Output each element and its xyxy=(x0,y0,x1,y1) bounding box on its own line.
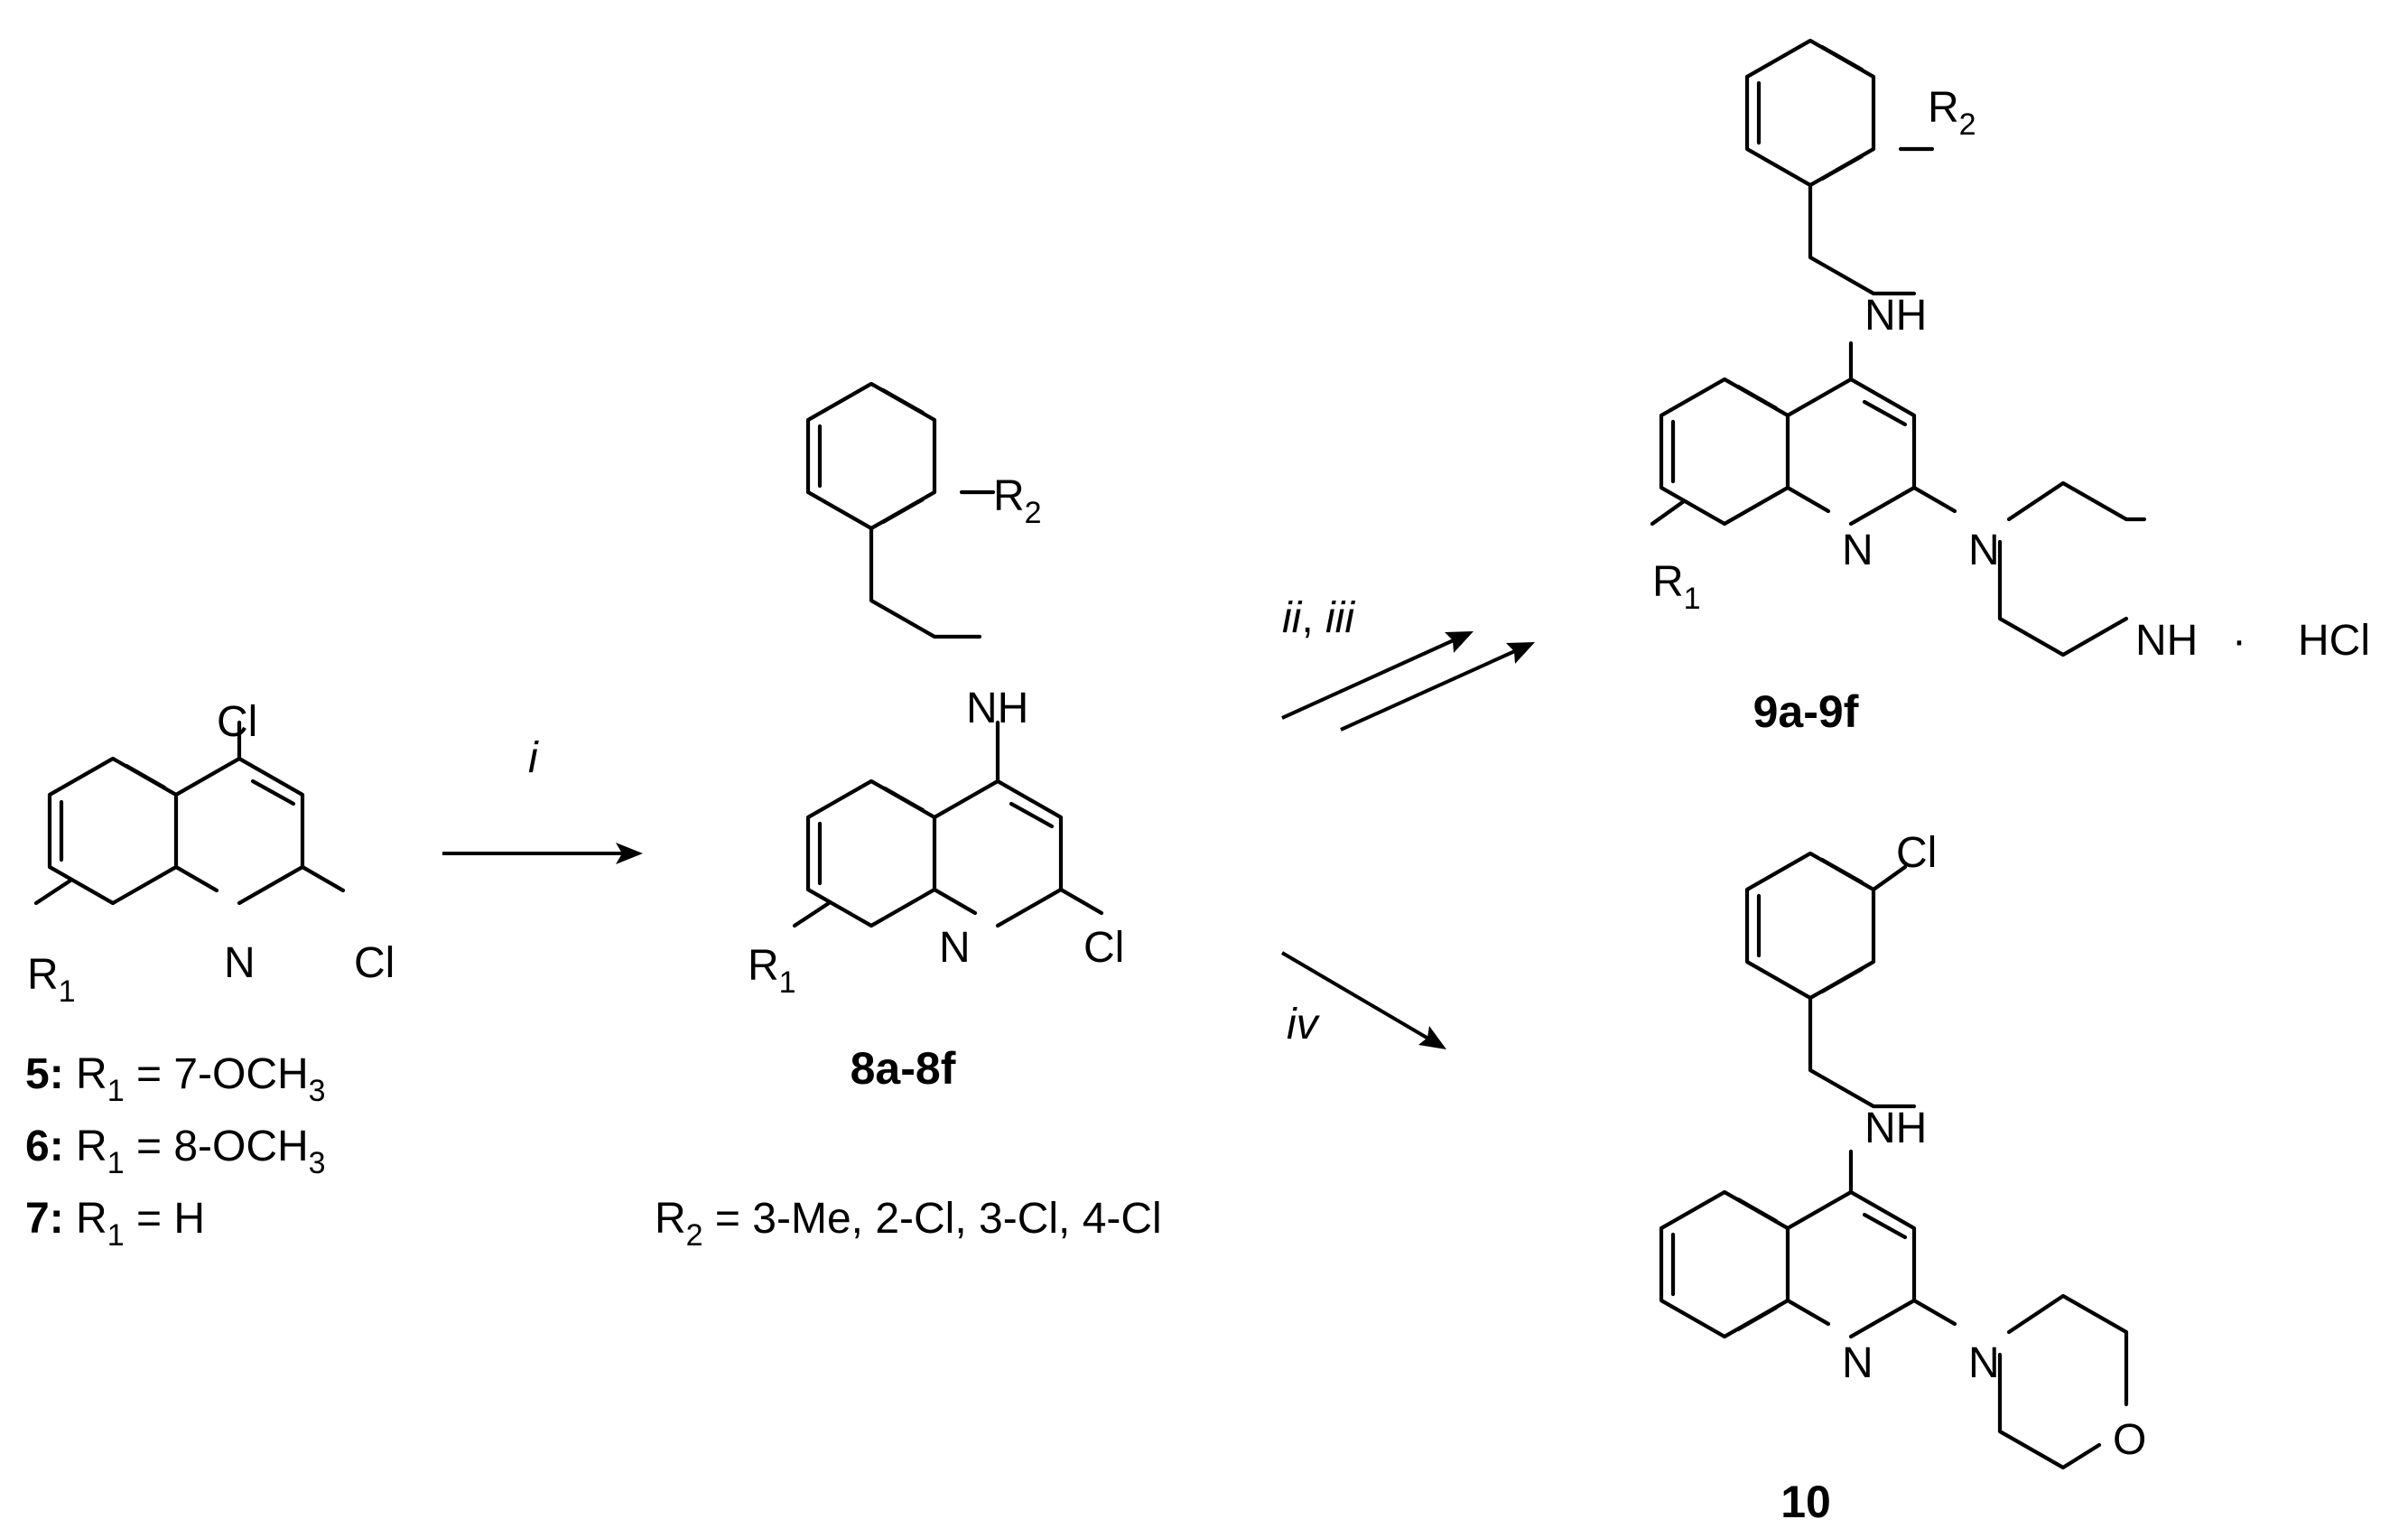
compound-10-structure: Cl NH N N O xyxy=(1659,829,2146,1470)
compound-5-7-legend: 5: R1 = 7-OCH3 6: R1 = 8-OCH3 7: R1 = H xyxy=(25,1050,326,1253)
atom-cl-2: Cl xyxy=(354,939,395,987)
atom-cl: Cl xyxy=(1896,829,1937,877)
substituent-r1: R1 xyxy=(27,951,76,1009)
atom-n-piperazine: N xyxy=(1968,527,2000,574)
substituent-r2: R2 xyxy=(993,472,1042,530)
atom-n: N xyxy=(939,924,971,972)
compound-9-structure: R2 NH N N NH R1 · HCl xyxy=(1650,38,2370,665)
atom-n: N xyxy=(1842,1339,1873,1387)
atom-nh: NH xyxy=(966,685,1028,732)
legend-line-7: 7: R1 = H xyxy=(25,1195,205,1253)
atom-n-morpholine: N xyxy=(1968,1339,2000,1387)
atom-nh-piperazine: NH xyxy=(2135,617,2198,665)
arrow-iv: iv xyxy=(1280,951,1446,1049)
r2-definition: R2 = 3-Me, 2-Cl, 3-Cl, 4-Cl xyxy=(655,1195,1162,1253)
salt-hcl: HCl xyxy=(2298,617,2370,665)
compound-9-label: 9a-9f xyxy=(1753,686,1859,737)
legend-line-5: 5: R1 = 7-OCH3 xyxy=(25,1050,326,1108)
arrow-ii-iii: ii, iii xyxy=(1281,594,1535,732)
atom-n: N xyxy=(224,939,256,987)
salt-dot: · xyxy=(2232,617,2246,665)
compound-8-structure: R2 NH N Cl R1 xyxy=(748,381,1124,1000)
arrow-i-label: i xyxy=(528,734,539,782)
substituent-r1: R1 xyxy=(748,942,796,1000)
arrow-iv-label: iv xyxy=(1287,1001,1321,1049)
compound-10-label: 10 xyxy=(1780,1477,1831,1527)
atom-cl-4: Cl xyxy=(217,698,257,746)
compound-8-label: 8a-8f xyxy=(851,1043,956,1094)
compound-5-7-structure: Cl N Cl R1 xyxy=(27,698,395,1009)
atom-nh: NH xyxy=(1864,292,1927,340)
atom-n: N xyxy=(1842,527,1873,574)
arrow-ii-iii-label: ii, iii xyxy=(1282,594,1355,642)
atom-nh: NH xyxy=(1864,1105,1927,1152)
arrow-i: i xyxy=(442,734,643,864)
atom-cl: Cl xyxy=(1083,924,1124,972)
substituent-r1: R1 xyxy=(1652,558,1701,616)
legend-line-6: 6: R1 = 8-OCH3 xyxy=(25,1123,326,1180)
substituent-r2: R2 xyxy=(1928,84,1976,142)
atom-o: O xyxy=(2113,1416,2146,1464)
